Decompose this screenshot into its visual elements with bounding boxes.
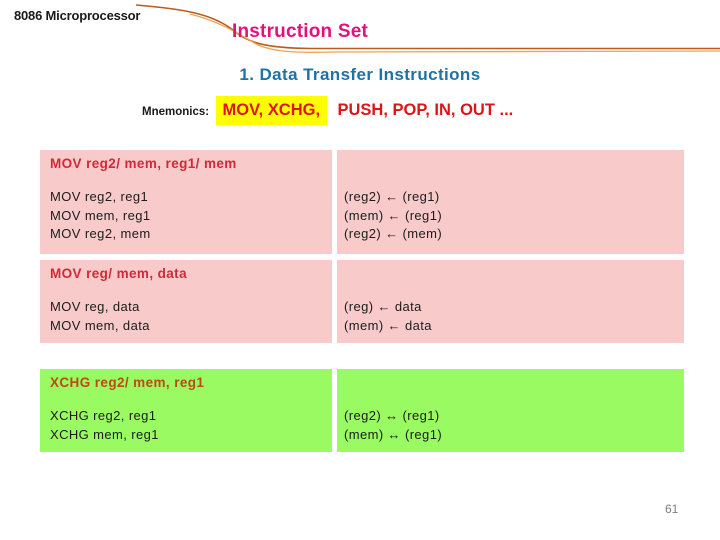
instruction-cell: MOV mem, data xyxy=(50,317,150,333)
table-header: MOV reg/ mem, data xyxy=(50,266,187,281)
table-instruction-column: MOV reg/ mem, data MOV reg, data MOV mem… xyxy=(40,260,332,343)
operation-cell: (reg2) ↔ (reg1) xyxy=(344,408,440,423)
instruction-cell: MOV reg2, reg1 xyxy=(50,189,149,204)
header-spacer xyxy=(344,375,684,391)
operation-cell: (mem) ← data xyxy=(344,317,432,333)
table-xchg: XCHG reg2/ mem, reg1 XCHG reg2, reg1 XCH… xyxy=(40,369,684,452)
section-heading: 1. Data Transfer Instructions xyxy=(239,65,481,84)
mnemonics-label: Mnemonics: xyxy=(142,106,210,118)
page-number: 61 xyxy=(665,502,679,516)
instruction-cell: XCHG reg2, reg1 xyxy=(50,408,157,423)
header-spacer xyxy=(344,156,684,172)
operation-cell: (mem) ← (reg1) xyxy=(344,207,443,223)
course-label: 8086 Microprocessor xyxy=(14,8,141,23)
mnemonics-rest-text: PUSH, POP, IN, OUT ... xyxy=(337,101,514,119)
operation-cell: (mem) ↔ (reg1) xyxy=(344,426,443,442)
table-instruction-column: MOV reg2/ mem, reg1/ mem MOV reg2, reg1 … xyxy=(40,150,332,254)
mnemonics-highlighted-text: MOV, XCHG, xyxy=(215,96,328,125)
table-mov-data: MOV reg/ mem, data MOV reg, data MOV mem… xyxy=(40,260,684,343)
operation-cell: (reg2) ← (reg1) xyxy=(344,189,440,204)
table-header: MOV reg2/ mem, reg1/ mem xyxy=(50,156,237,171)
mnemonics-line: Mnemonics: MOV, XCHG, PUSH, POP, IN, OUT… xyxy=(142,96,514,125)
header-spacer xyxy=(344,266,684,282)
table-header: XCHG reg2/ mem, reg1 xyxy=(50,375,205,390)
table-operation-column: (reg) ← data (mem) ← data xyxy=(337,260,684,343)
operation-cell: (reg2) ← (mem) xyxy=(344,226,443,241)
instruction-cell: MOV reg, data xyxy=(50,299,140,314)
page-title: Instruction Set xyxy=(232,21,369,42)
instruction-cell: MOV reg2, mem xyxy=(50,226,151,241)
table-instruction-column: XCHG reg2/ mem, reg1 XCHG reg2, reg1 XCH… xyxy=(40,369,332,452)
table-mov-reg-mem: MOV reg2/ mem, reg1/ mem MOV reg2, reg1 … xyxy=(40,150,684,254)
operation-cell: (reg) ← data xyxy=(344,299,422,314)
instruction-cell: MOV mem, reg1 xyxy=(50,207,151,223)
decorative-curve xyxy=(135,4,720,53)
table-operation-column: (reg2) ↔ (reg1) (mem) ↔ (reg1) xyxy=(337,369,684,452)
table-operation-column: (reg2) ← (reg1) (mem) ← (reg1) (reg2) ← … xyxy=(337,150,684,254)
instruction-cell: XCHG mem, reg1 xyxy=(50,426,159,442)
